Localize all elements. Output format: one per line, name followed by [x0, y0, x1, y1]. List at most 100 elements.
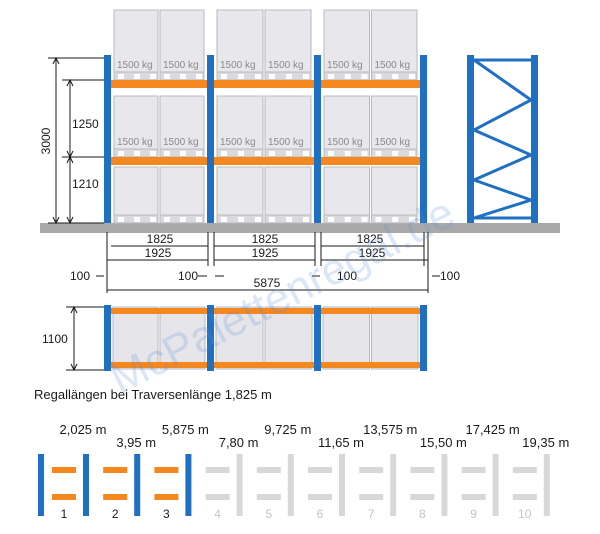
option-length: 15,50 m: [420, 435, 467, 450]
load-label: 1500 kg: [117, 60, 153, 71]
side-frame-upright-right: [531, 55, 538, 223]
pallet-load: 1500 kg: [323, 95, 370, 158]
dim-total-length: 5875: [254, 276, 281, 290]
pallet-load: 1500 kg: [216, 95, 264, 158]
length-option-2: 2 3,95 m: [103, 435, 156, 521]
dim-total-height: 3000: [39, 127, 53, 154]
plan-pallet: [264, 306, 313, 370]
option-upright: [287, 454, 294, 516]
dim-gap-1: 100: [70, 269, 90, 283]
option-upright: [390, 454, 397, 516]
option-beam: [154, 467, 179, 473]
dim-gap-3: 100: [337, 269, 357, 283]
option-beam: [256, 494, 281, 500]
length-option-9: 9 17,425 m: [461, 422, 520, 521]
option-beam: [52, 494, 76, 500]
load-label: 1500 kg: [117, 137, 153, 148]
load-label: 1500 kg: [327, 60, 363, 71]
option-number: 10: [518, 507, 532, 521]
option-length: 13,575 m: [363, 422, 417, 437]
option-length: 2,025 m: [60, 422, 107, 437]
plan-beam: [214, 308, 314, 314]
plan-upright: [420, 305, 427, 371]
plan-view-pallets: [112, 306, 419, 370]
option-beam: [52, 467, 76, 473]
pallet-load: [371, 166, 418, 224]
length-option-3: 35,875 m: [154, 422, 209, 521]
option-beam: [359, 467, 384, 473]
option-length: 11,65 m: [318, 435, 364, 450]
option-number: 9: [470, 507, 477, 521]
side-frame-upright-left: [467, 55, 474, 223]
load-label: 1500 kg: [375, 137, 411, 148]
option-upright: [236, 454, 243, 516]
side-frame: [467, 55, 538, 223]
plan-view-uprights: [104, 305, 427, 371]
pallet-load: 1500 kg: [264, 95, 312, 158]
option-number: 6: [317, 507, 324, 521]
option-beam: [154, 494, 179, 500]
option-beam: [410, 494, 435, 500]
option-length: 5,875 m: [162, 422, 209, 437]
pallet-load: [264, 166, 312, 224]
option-beam: [410, 467, 435, 473]
pallet-load: 1500 kg: [113, 95, 159, 158]
option-number: 2: [112, 507, 119, 521]
dim-depth: 1100: [42, 332, 68, 346]
option-length: 17,425 m: [465, 422, 519, 437]
pallet-load: [323, 166, 370, 224]
option-beam: [308, 494, 332, 500]
option-beam: [205, 467, 230, 473]
pallet-load: [113, 166, 159, 224]
lengths-title: Regallängen bei Traversenlänge 1,825 m: [34, 387, 272, 402]
option-length: 3,95 m: [116, 435, 156, 450]
option-upright: [83, 454, 89, 516]
lengths-row: 12,025 m23,95 m35,875 m47,80 m59,725 m61…: [38, 422, 569, 521]
pallet-load: 1500 kg: [371, 9, 418, 81]
upright: [207, 55, 214, 223]
option-beam: [461, 494, 486, 500]
dim-bay-3: 1925: [359, 246, 386, 260]
plan-beam: [214, 362, 314, 368]
pallet-load: 1500 kg: [323, 9, 370, 81]
load-label: 1500 kg: [268, 60, 304, 71]
load-label: 1500 kg: [220, 60, 256, 71]
option-beam: [461, 467, 486, 473]
pallet-load: 1500 kg: [113, 9, 159, 81]
option-beam: [359, 494, 384, 500]
upright: [314, 55, 321, 223]
option-beam: [103, 494, 128, 500]
plan-upright: [207, 305, 214, 371]
length-option-1: 1 2,025 m: [38, 422, 106, 521]
pallet-load: [159, 166, 205, 224]
plan-beam: [111, 308, 207, 314]
height-dimensions: [48, 56, 104, 225]
dim-bay-2: 1925: [252, 246, 279, 260]
load-label: 1500 kg: [220, 137, 256, 148]
depth-dimension: [66, 305, 104, 372]
beam: [214, 157, 314, 165]
plan-beam: [321, 362, 420, 368]
dim-gap-4: 100: [440, 269, 460, 283]
pallet-load: 1500 kg: [216, 9, 264, 81]
dim-beam-3: 1825: [357, 232, 384, 246]
plan-pallet: [159, 306, 206, 370]
floor-slab: [40, 223, 560, 233]
beam: [214, 80, 314, 88]
dim-gap-2: 100: [178, 269, 198, 283]
beam: [321, 80, 420, 88]
option-number: 1: [61, 507, 68, 521]
beam: [111, 157, 207, 165]
plan-upright: [104, 305, 111, 371]
load-label: 1500 kg: [327, 137, 363, 148]
plan-beam: [111, 362, 207, 368]
pallet-load: 1500 kg: [264, 9, 312, 81]
option-number: 4: [214, 507, 221, 521]
option-upright: [38, 454, 44, 516]
pallet-load: 1500 kg: [159, 9, 205, 81]
front-view-beams: [111, 80, 420, 165]
plan-pallet: [371, 306, 419, 370]
option-upright: [543, 454, 550, 516]
option-upright: [339, 454, 345, 516]
